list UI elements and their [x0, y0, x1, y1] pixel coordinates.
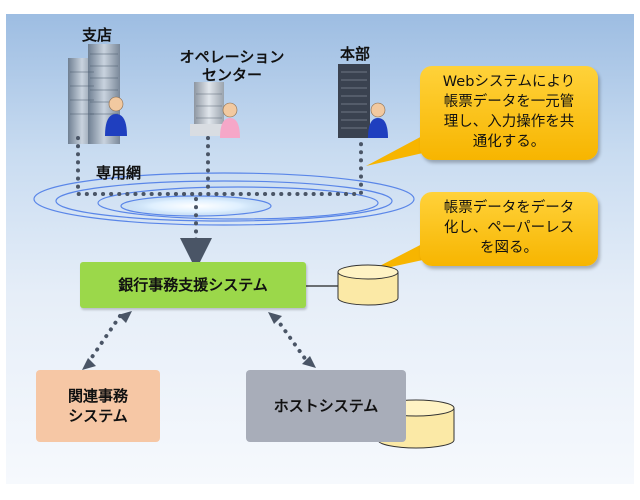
callout-paperless-pointer	[368, 242, 432, 272]
callout-web-system-line: 理し、入力操作を共	[443, 114, 575, 130]
operation-center-label-line1: オペレーション	[179, 48, 285, 66]
related-system-label-line1: 関連事務	[67, 387, 128, 405]
callout-paperless: 帳票データをデータ 化し、ペーパーレス を図る。	[420, 192, 598, 266]
branch-label: 支店	[82, 26, 113, 44]
headquarters-label: 本部	[340, 45, 371, 63]
headquarters-building-icon	[338, 64, 370, 138]
diagram-graphics	[33, 44, 455, 449]
headquarters-person-icon	[368, 102, 388, 138]
host-system-box[interactable]: ホストシステム	[246, 370, 406, 442]
network-label: 専用網	[96, 164, 142, 182]
callout-web-system-line: Webシステムにより	[442, 74, 576, 90]
connector-arrowheads	[82, 311, 316, 370]
related-system-label-line2: システム	[68, 407, 128, 425]
callout-paperless-line: 化し、ペーパーレス	[443, 220, 575, 236]
callout-paperless-line: を図る。	[480, 240, 538, 256]
callout-web-system-line: 通化する。	[472, 134, 546, 150]
operation-center-label-line2: センター	[201, 66, 262, 84]
bank-database-icon	[337, 264, 399, 306]
host-system-label: ホストシステム	[273, 397, 379, 415]
diagram-canvas: 支店 オペレーション センター 本部 専用網 Webシステムにより 帳票データを…	[6, 14, 634, 484]
branch-person-icon	[105, 96, 127, 136]
operation-center-building-icon	[190, 82, 228, 136]
bidirectional-connectors	[88, 314, 308, 362]
callout-web-system: Webシステムにより 帳票データを一元管 理し、入力操作を共 通化する。	[420, 66, 598, 160]
bank-support-system-box[interactable]: 銀行事務支援システム	[80, 262, 306, 308]
network-connectors	[76, 136, 363, 248]
bank-support-system-label: 銀行事務支援システム	[118, 276, 268, 294]
callout-web-system-line: 帳票データを一元管	[443, 94, 575, 110]
related-system-box[interactable]: 関連事務 システム	[36, 370, 160, 442]
callout-paperless-line: 帳票データをデータ	[443, 200, 575, 216]
callout-web-pointer	[366, 134, 436, 166]
operation-center-label: オペレーション センター	[172, 48, 292, 84]
operation-center-person-icon	[220, 102, 240, 138]
network-rings	[33, 172, 415, 226]
